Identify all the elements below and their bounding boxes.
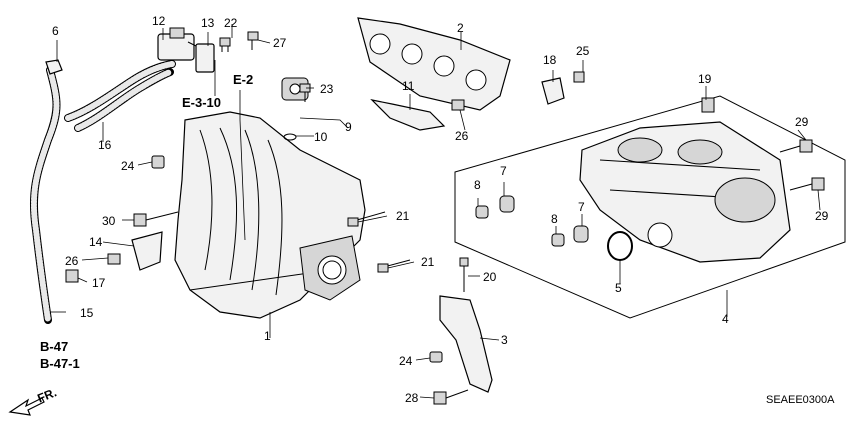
callout-6: 6	[52, 24, 59, 38]
bracket-11	[370, 99, 446, 131]
callout-23: 23	[320, 82, 334, 96]
callout-20: 20	[483, 270, 497, 284]
bolt-29-lower	[789, 177, 825, 191]
callout-28: 28	[405, 391, 419, 405]
bolt-25	[573, 71, 585, 83]
grommet-7-lower	[573, 225, 589, 243]
leader-lines	[50, 24, 821, 399]
callout-19: 19	[698, 72, 712, 86]
arrow-icon	[8, 397, 45, 416]
assembly-outline-4	[454, 95, 846, 319]
callout-25: 25	[576, 44, 590, 58]
bolt-26-center	[451, 99, 465, 111]
nut-24-left	[151, 155, 165, 169]
ref-b-47-1[interactable]: B-47-1	[40, 356, 80, 371]
callout-27: 27	[273, 36, 287, 50]
gasket-5	[607, 231, 633, 261]
nut-24-lower	[429, 351, 443, 363]
cap-8-upper	[475, 205, 489, 219]
callout-3: 3	[501, 333, 508, 347]
callout-30: 30	[102, 214, 116, 228]
callout-8-lower: 8	[551, 212, 558, 226]
callout-14: 14	[89, 235, 103, 249]
callout-17: 17	[92, 276, 106, 290]
callout-21-upper: 21	[396, 209, 410, 223]
bracket-3	[439, 295, 493, 393]
bolt-30	[133, 211, 179, 227]
callout-15: 15	[80, 306, 94, 320]
bracket-14	[131, 231, 163, 271]
clip-17	[65, 269, 79, 283]
callout-1: 1	[264, 329, 271, 343]
cap-8-lower	[551, 233, 565, 247]
bolt-29-upper	[779, 139, 813, 153]
ref-e-3-10[interactable]: E-3-10	[182, 95, 222, 110]
callout-29-lower: 29	[815, 209, 829, 223]
callout-9: 9	[345, 120, 352, 134]
callout-7-lower: 7	[578, 200, 585, 214]
bolt-28	[433, 389, 469, 405]
exhaust-manifold-4	[579, 121, 791, 263]
stud-21-lower	[377, 259, 411, 273]
callout-26-left: 26	[65, 254, 79, 268]
front-direction-arrow: FR.	[8, 385, 72, 416]
gasket-2	[357, 17, 511, 111]
callout-26-center: 26	[455, 129, 469, 143]
callout-2: 2	[457, 21, 464, 35]
vacuum-hose	[29, 60, 176, 324]
bolt-26-left	[107, 253, 121, 265]
ref-b-47[interactable]: B-47	[40, 339, 69, 354]
intake-manifold-1	[174, 77, 366, 319]
callout-12: 12	[152, 14, 166, 28]
callout-29-upper: 29	[795, 115, 809, 129]
stud-20	[459, 257, 469, 292]
clip-6	[45, 59, 63, 75]
callout-21-lower: 21	[421, 255, 435, 269]
callout-8-upper: 8	[474, 178, 481, 192]
callout-16: 16	[98, 138, 112, 152]
callout-7-upper: 7	[500, 164, 507, 178]
bolt-22	[219, 37, 231, 52]
bolt-19	[701, 97, 715, 113]
callout-18: 18	[543, 53, 557, 67]
callout-13: 13	[201, 16, 215, 30]
solenoid-valve-12	[157, 27, 215, 73]
callout-11: 11	[402, 79, 415, 93]
callout-24-left: 24	[121, 159, 135, 173]
callout-10: 10	[314, 130, 328, 144]
ref-e-2[interactable]: E-2	[233, 72, 254, 87]
callout-4: 4	[722, 312, 729, 326]
callout-22: 22	[224, 16, 238, 30]
diagram-code: SEAEE0300A	[766, 394, 835, 406]
grommet-7-upper	[499, 195, 515, 213]
o-ring-10	[283, 133, 297, 141]
callout-5: 5	[615, 281, 622, 295]
callout-24-lower: 24	[399, 354, 413, 368]
bracket-18	[541, 77, 565, 105]
bolt-27	[247, 31, 259, 50]
